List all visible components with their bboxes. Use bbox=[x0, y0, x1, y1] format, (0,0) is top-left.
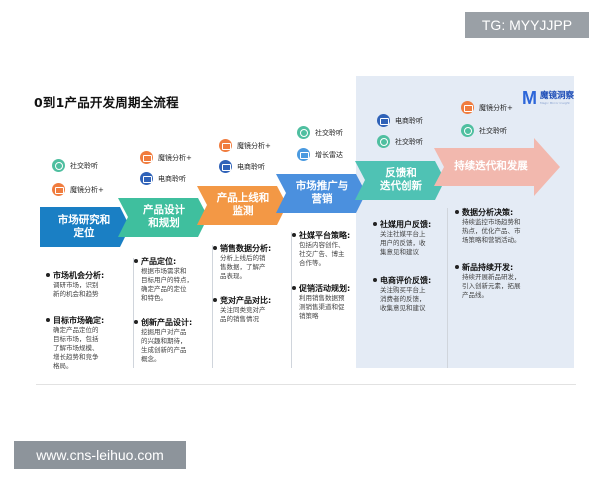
column-divider bbox=[291, 232, 292, 368]
col4-item-2: 促销活动规划: 利用销售数据预测销售渠道和促销策略 bbox=[292, 283, 370, 321]
col6-item-2: 新品持续开发: 持续开展新品研发，引入创新元素，拓展产品线。 bbox=[455, 262, 573, 300]
col6-item-1: 数据分析决策: 持续监控市场趋势和热点，优化产品、市场策略和营销活动。 bbox=[455, 207, 573, 245]
step-label-1: 市场研究和定位 bbox=[57, 214, 111, 239]
tool-mirror-analysis-2: 魔镜分析+ bbox=[140, 151, 192, 164]
bullet-icon bbox=[46, 318, 50, 322]
bullet-icon bbox=[213, 298, 217, 302]
tool-mirror-analysis-1: 魔镜分析+ bbox=[52, 183, 104, 196]
mirror-analysis-icon bbox=[140, 151, 153, 164]
logo-m-icon: M bbox=[522, 88, 537, 108]
ecom-listening-icon bbox=[140, 172, 153, 185]
col3-item-2: 竞对产品对比: 关注同类竞对产品的销售情况 bbox=[213, 295, 293, 324]
bullet-icon bbox=[213, 246, 217, 250]
tool-social-listening-1: 社交聆听 bbox=[52, 159, 98, 172]
col2-item-2: 创新产品设计: 挖掘用户对产品的兴趣和期待，生成创新的产品概念。 bbox=[134, 317, 214, 364]
step-label-5: 反馈和迭代创新 bbox=[380, 167, 422, 192]
social-listening-icon bbox=[377, 135, 390, 148]
logo-subtitle: Magic Mirror Insight bbox=[540, 100, 570, 105]
tool-growth-radar-4: 增长雷达 bbox=[297, 148, 343, 161]
bullet-icon bbox=[46, 273, 50, 277]
col2-item-1: 产品定位: 根据市场需求和目标用户的特点，确定产品的定位和特色。 bbox=[134, 256, 214, 303]
step-label-6: 持续迭代和发展 bbox=[454, 160, 528, 172]
col1-item-2: 目标市场确定: 确定产品定位的目标市场，包括了解市场规模、增长趋势和竞争格局。 bbox=[46, 315, 130, 371]
social-listening-icon bbox=[52, 159, 65, 172]
tool-ecom-listening-5: 电商聆听 bbox=[377, 114, 423, 127]
col1-item-1: 市场机会分析: 调研市场，识别新的机会和趋势 bbox=[46, 270, 130, 299]
col3-item-1: 销售数据分析: 分析上线后的销售数据，了解产品表现。 bbox=[213, 243, 293, 281]
watermark-bottom: www.cns-leihuo.com bbox=[14, 441, 186, 469]
bullet-icon bbox=[373, 222, 377, 226]
logo-name: 魔镜洞察 bbox=[540, 91, 575, 102]
bullet-icon bbox=[292, 286, 296, 290]
mirror-analysis-icon bbox=[52, 183, 65, 196]
tool-social-listening-6: 社交聆听 bbox=[461, 124, 507, 137]
tool-social-listening-4: 社交聆听 bbox=[297, 126, 343, 139]
bullet-icon bbox=[134, 259, 138, 263]
mirror-analysis-icon bbox=[219, 139, 232, 152]
bullet-icon bbox=[134, 320, 138, 324]
bullet-icon bbox=[292, 233, 296, 237]
bullet-icon bbox=[373, 278, 377, 282]
step-shape-1 bbox=[40, 207, 130, 247]
step-label-4: 市场推广与营销 bbox=[295, 180, 349, 205]
page-title: 0到1产品开发周期全流程 bbox=[34, 95, 179, 110]
step-shape-4 bbox=[276, 174, 366, 213]
col5-item-1: 社媒用户反馈: 关注社媒平台上用户的反馈，收集意见和建议 bbox=[373, 219, 451, 257]
column-divider bbox=[447, 208, 448, 368]
step-label-3: 产品上线和监测 bbox=[216, 192, 270, 217]
social-listening-icon bbox=[461, 124, 474, 137]
tool-ecom-listening-3: 电商聆听 bbox=[219, 160, 265, 173]
watermark-top: TG: MYYJJPP bbox=[465, 12, 589, 38]
col5-item-2: 电商评价反馈: 关注购买平台上消费者的反馈，收集意见和建议 bbox=[373, 275, 451, 313]
column-divider bbox=[212, 245, 213, 368]
step-label-2: 产品设计和规划 bbox=[143, 204, 185, 229]
tool-mirror-analysis-3: 魔镜分析+ bbox=[219, 139, 271, 152]
brand-logo: M 魔镜洞察 Magic Mirror Insight bbox=[522, 88, 574, 109]
footer-line bbox=[36, 384, 576, 385]
tool-social-listening-5: 社交聆听 bbox=[377, 135, 423, 148]
growth-radar-icon bbox=[297, 148, 310, 161]
column-divider bbox=[133, 258, 134, 368]
step-shape-5 bbox=[355, 161, 445, 200]
bullet-icon bbox=[455, 265, 459, 269]
step-shape-3 bbox=[197, 186, 287, 225]
social-listening-icon bbox=[297, 126, 310, 139]
col4-item-1: 社媒平台策略: 包括内容创作、社交广告、博主合作等。 bbox=[292, 230, 370, 268]
step-shape-2 bbox=[118, 198, 208, 237]
ecom-listening-icon bbox=[219, 160, 232, 173]
mirror-analysis-icon bbox=[461, 101, 474, 114]
tool-mirror-analysis-6: 魔镜分析+ bbox=[461, 101, 513, 114]
step-shape-6 bbox=[434, 138, 560, 196]
bullet-icon bbox=[455, 210, 459, 214]
tool-ecom-listening-2: 电商聆听 bbox=[140, 172, 186, 185]
ecom-listening-icon bbox=[377, 114, 390, 127]
